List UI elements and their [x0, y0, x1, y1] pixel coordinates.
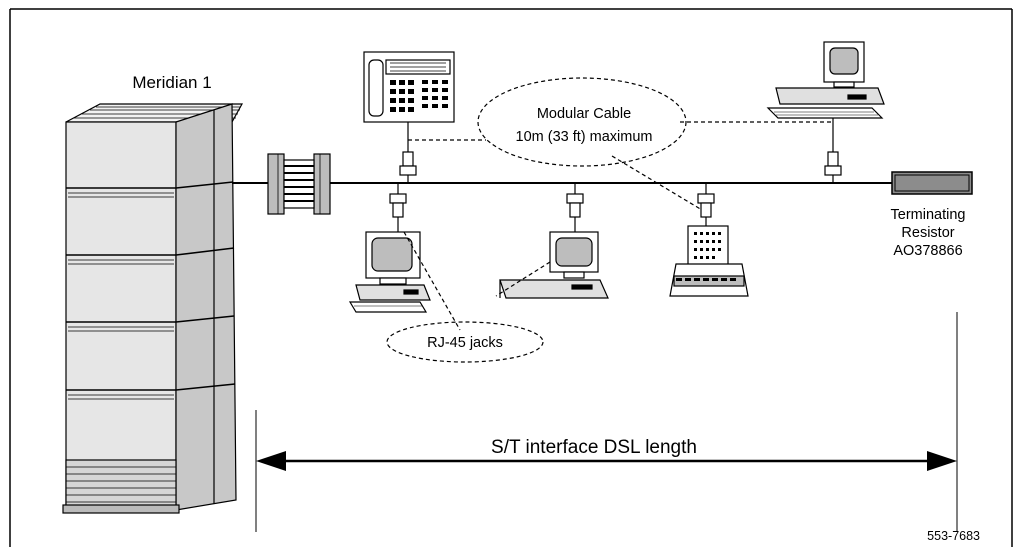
- printer-icon: [669, 225, 749, 297]
- length-dimension: [255, 312, 958, 532]
- length-label: S/T interface DSL length: [491, 437, 697, 458]
- rj45-jacks-callout: [386, 231, 551, 363]
- resistor-label-line2: Resistor: [901, 225, 954, 241]
- cable-label-line1: Modular Cable: [537, 106, 631, 122]
- system-label: Meridian 1: [132, 73, 211, 92]
- modular-cable-callout: [408, 77, 833, 211]
- diagram-frame: [9, 8, 1013, 547]
- terminating-resistor-icon: [891, 171, 973, 195]
- resistor-label-line1: Terminating: [891, 207, 966, 223]
- jacks-label: RJ-45 jacks: [427, 335, 503, 351]
- computer-workstation-icon: [348, 231, 431, 313]
- resistor-label-line3: AO378866: [893, 243, 962, 259]
- desk-telephone-icon: [363, 51, 455, 123]
- computer-workstation-icon: [766, 41, 885, 119]
- computer-workstation-icon: [499, 231, 609, 299]
- meridian-cabinet-icon: [62, 103, 244, 514]
- rj45-jack-icon: [389, 151, 842, 218]
- interface-connector-icon: [267, 153, 331, 215]
- cable-label-line2: 10m (33 ft) maximum: [516, 129, 653, 145]
- figure-id: 553-7683: [927, 529, 980, 543]
